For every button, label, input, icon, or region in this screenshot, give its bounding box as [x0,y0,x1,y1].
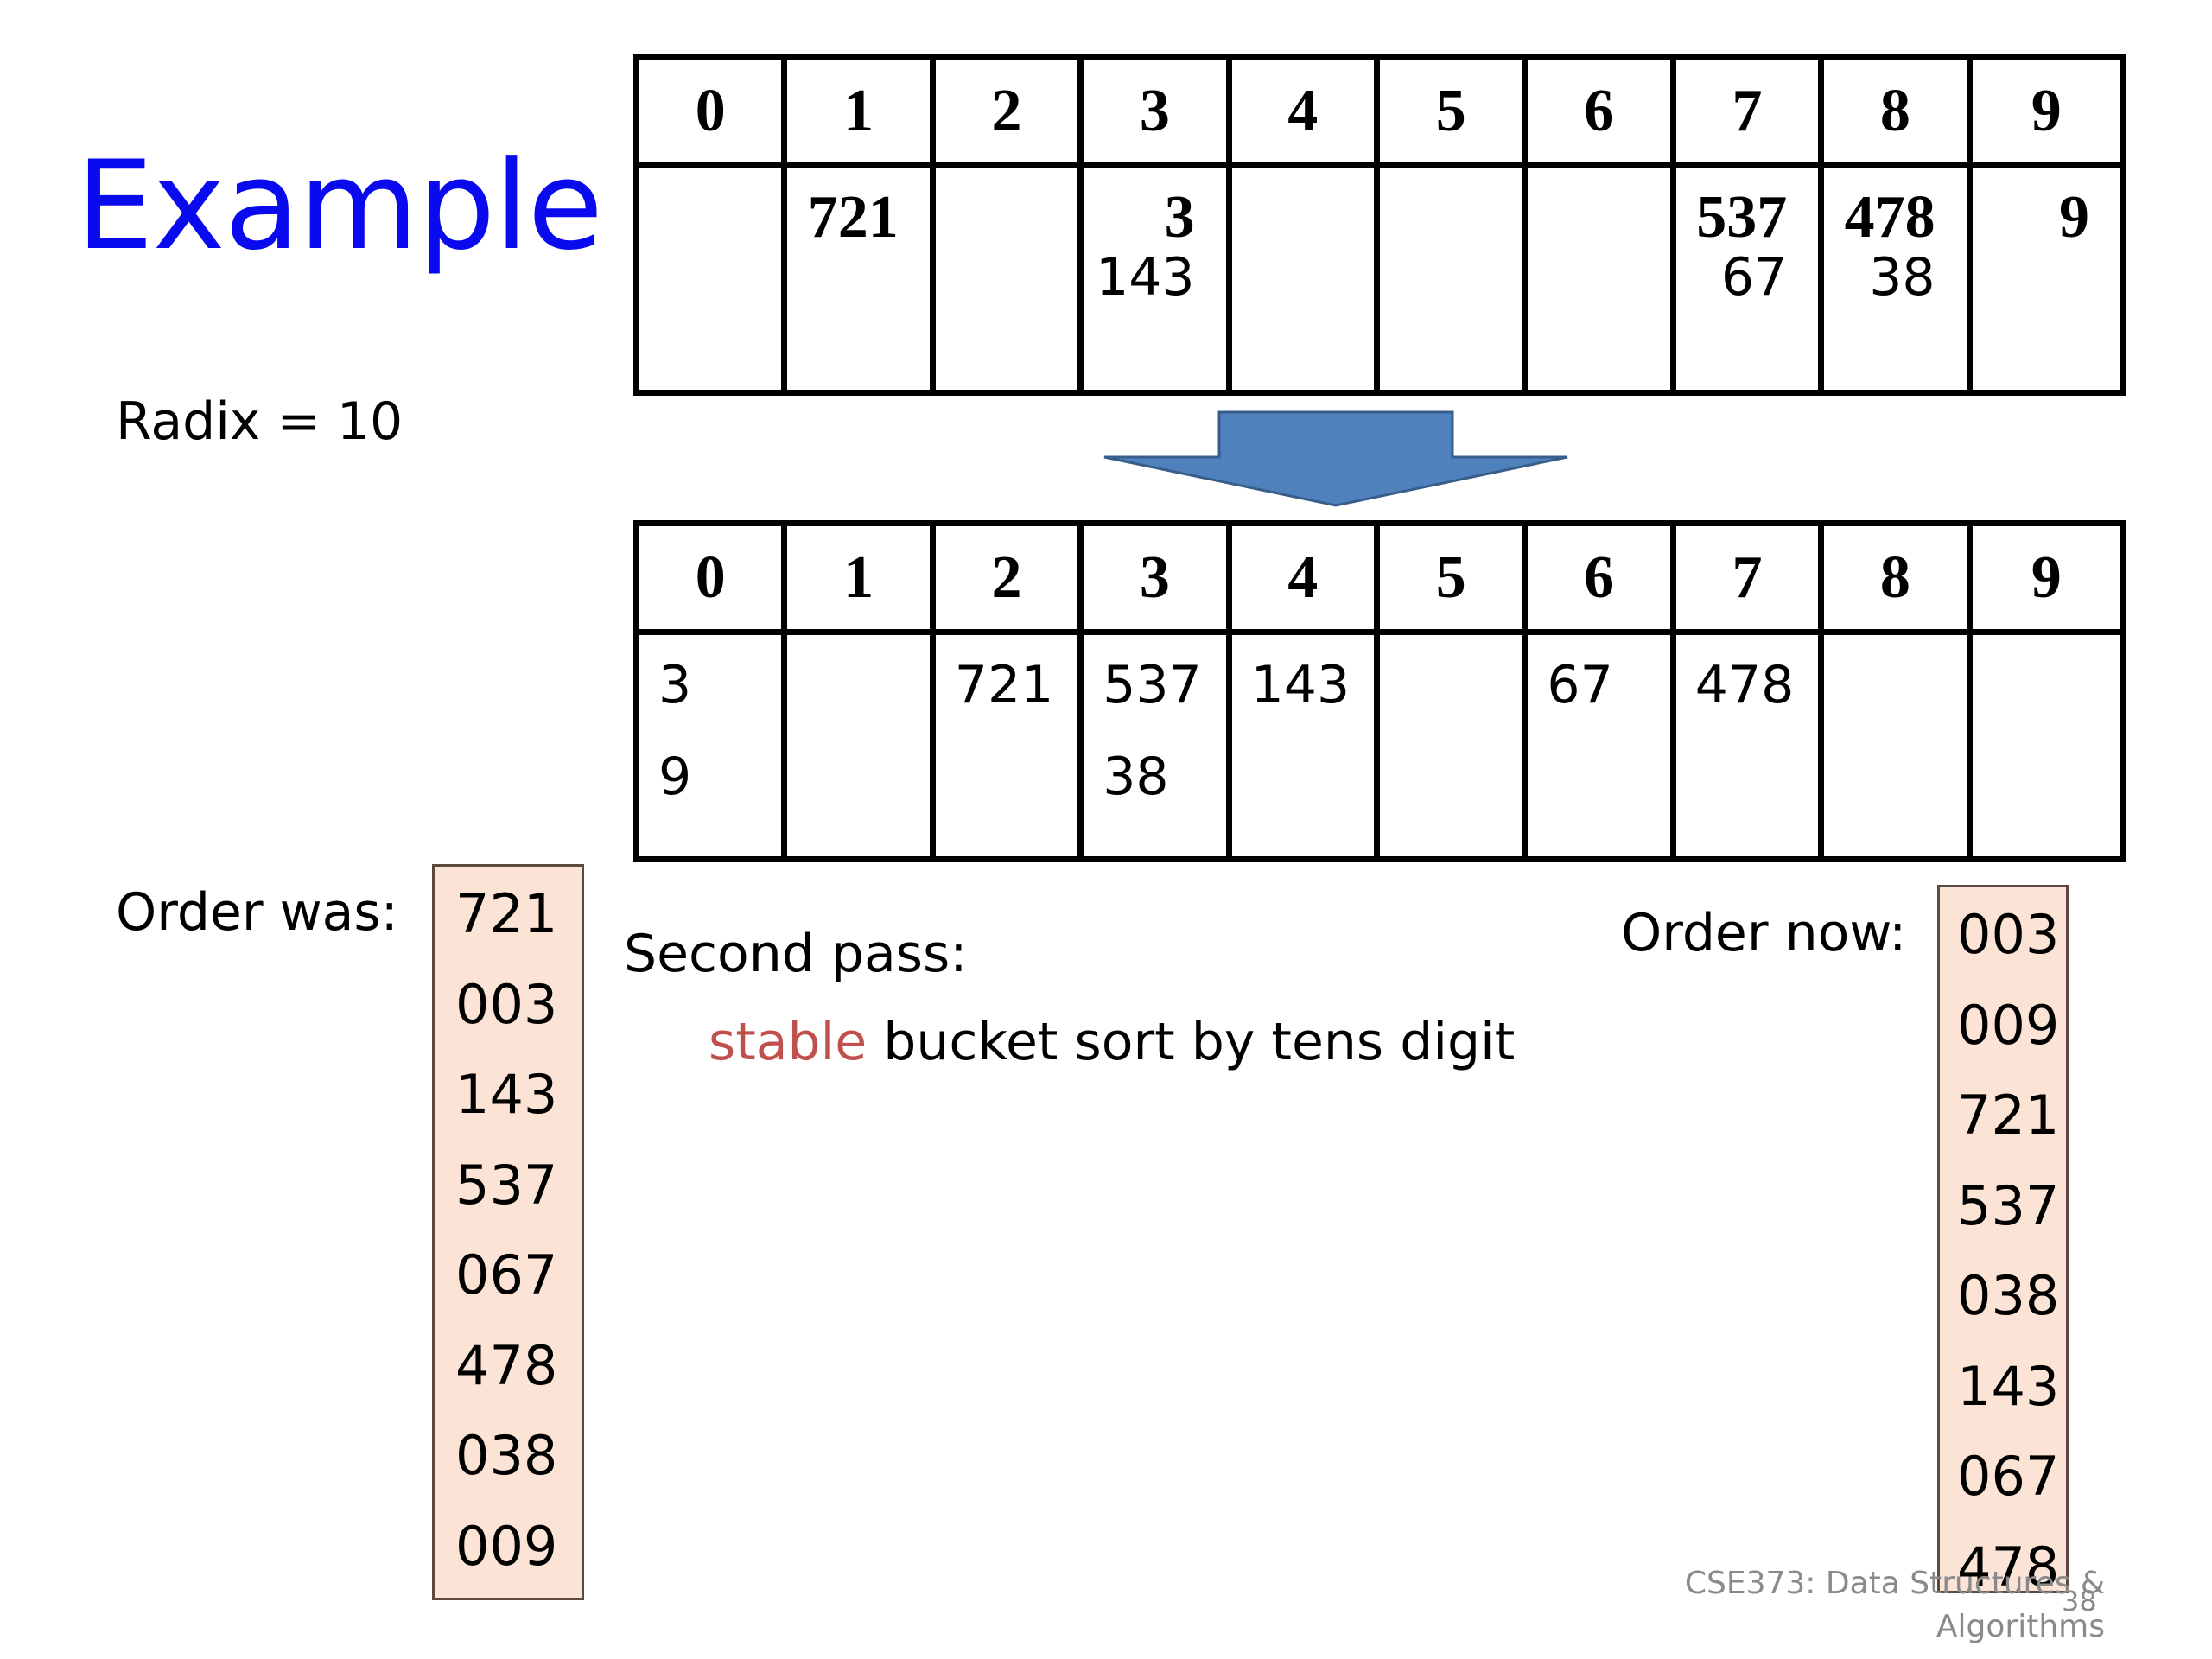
sort-description-rest: bucket sort by tens digit [867,1012,1516,1072]
order-now-item: 143 [1957,1354,2060,1418]
first-pass-bucket-1: 721 [787,168,936,390]
second-pass-bucket-0-item-0: 3 [658,655,692,715]
course-footer: CSE373: Data Structures & Algorithms [1685,1562,2105,1649]
bucket-index-3: 3 [1084,60,1232,168]
bucket-index-7: 7 [1675,526,1825,635]
order-was-item: 143 [455,1063,558,1126]
second-pass-bucket-2-item-0: 721 [954,655,1054,715]
order-now-item: 038 [1957,1264,2060,1327]
bucket-index-9: 9 [1972,526,2120,635]
second-pass-bucket-3-item-0: 537 [1103,655,1202,715]
first-pass-bucket-3-item-0: 3 [1164,184,1195,251]
first-pass-bucket-3-item-1: 143 [1096,247,1195,308]
bucket-index-5: 5 [1379,60,1529,168]
bucket-index-4: 4 [1231,60,1380,168]
second-pass-bucket-0-item-1: 9 [658,747,692,807]
second-pass-bucket-5 [1380,635,1529,856]
bucket-index-4: 4 [1231,526,1380,635]
order-was-item: 537 [455,1153,558,1217]
stable-highlight: stable [709,1012,868,1072]
bucket-index-2: 2 [935,526,1084,635]
second-pass-bucket-3: 537 38 [1084,635,1232,856]
second-pass-bucket-3-item-1: 38 [1103,747,1169,807]
bucket-index-3: 3 [1084,526,1232,635]
second-pass-bucket-7: 478 [1676,635,1825,856]
second-pass-bucket-6: 67 [1528,635,1676,856]
second-pass-label: Second pass: [624,924,968,984]
footer-line-2: Algorithms [1936,1609,2105,1644]
order-now-item: 478 [1957,1535,2060,1599]
bucket-index-0: 0 [639,526,788,635]
first-pass-bucket-0 [639,168,788,390]
sort-description: stable bucket sort by tens digit [709,1016,1515,1068]
order-was-item: 067 [455,1243,558,1306]
first-pass-bucket-8-item-1: 38 [1869,247,1936,308]
first-pass-bucket-1-item-0: 721 [807,184,899,251]
order-was-list: 721 003 143 537 067 478 038 009 [432,864,584,1600]
bucket-index-9: 9 [1972,60,2120,168]
second-pass-bucket-2: 721 [936,635,1084,856]
second-pass-bucket-6-item-0: 67 [1547,655,1613,715]
order-was-label: Order was: [116,882,398,943]
order-was-item: 003 [455,972,558,1036]
bucket-index-8: 8 [1824,526,1973,635]
bucket-index-8: 8 [1824,60,1973,168]
second-pass-bucket-4-item-0: 143 [1250,655,1351,715]
order-was-item: 478 [455,1333,558,1397]
bucket-index-1: 1 [787,60,936,168]
second-pass-bucket-7-item-0: 478 [1694,655,1795,715]
first-pass-bucket-5 [1380,168,1529,390]
footer-line-1: CSE373: Data Structures & [1684,1566,2105,1601]
radix-label: Radix = 10 [116,391,404,452]
bucket-index-1: 1 [787,526,936,635]
first-pass-bucket-7-item-0: 537 [1696,184,1788,251]
order-now-label: Order now: [1621,903,1907,963]
first-pass-bucket-9-item-0: 9 [2058,184,2089,251]
first-pass-bucket-8-item-0: 478 [1844,184,1936,251]
bucket-index-6: 6 [1528,526,1676,635]
bucket-index-6: 6 [1528,60,1676,168]
order-now-item: 009 [1957,993,2060,1057]
page-number: 38 [2062,1585,2097,1618]
order-now-item: 067 [1957,1445,2060,1508]
second-pass-bucket-4: 143 [1232,635,1380,856]
order-was-item: 721 [455,882,558,945]
first-pass-bucket-7-item-1: 67 [1720,247,1788,308]
order-was-item: 009 [455,1514,558,1578]
first-pass-bucket-4 [1232,168,1380,390]
order-now-item: 003 [1957,903,2060,966]
order-now-item: 537 [1957,1173,2060,1237]
bucket-index-7: 7 [1675,60,1825,168]
first-pass-bucket-2 [936,168,1084,390]
slide-title: Example [76,135,603,277]
second-pass-bucket-1 [787,635,936,856]
first-pass-bucket-6 [1528,168,1676,390]
bucket-index-2: 2 [935,60,1084,168]
second-pass-bucket-9 [1973,635,2120,856]
bucket-index-5: 5 [1379,526,1529,635]
down-arrow-icon [1103,410,1568,507]
bucket-index-0: 0 [639,60,788,168]
second-pass-bucket-8 [1824,635,1973,856]
first-pass-bucket-9: 9 [1973,168,2120,390]
order-was-item: 038 [455,1424,558,1487]
order-now-item: 721 [1957,1084,2060,1147]
